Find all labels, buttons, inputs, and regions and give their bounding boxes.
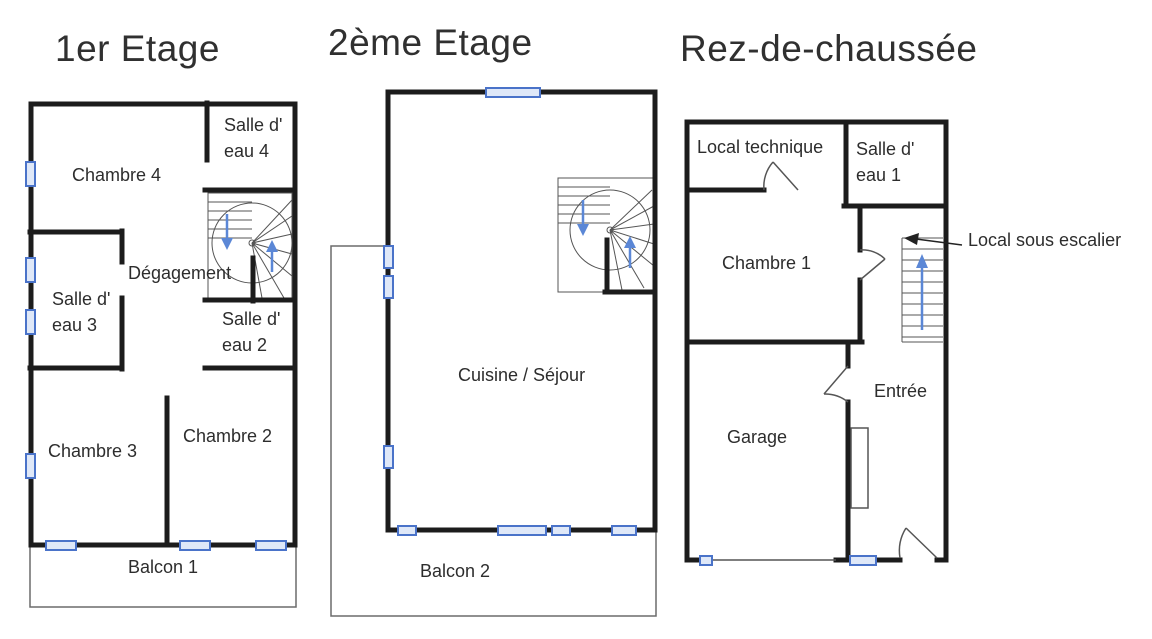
plan3-stair-direction-arrow: [916, 254, 928, 330]
plan2-walls: [385, 89, 658, 533]
annotation-arrow: [904, 233, 963, 246]
plan2-balcony-outline: [330, 245, 657, 617]
plan3-walls: [684, 119, 949, 563]
room-label-chambre-2: Chambre 2: [183, 426, 273, 446]
room-label-local-technique: Local technique: [697, 137, 824, 157]
room-label-garage: Garage: [727, 427, 788, 447]
room-label-balcon-2: Balcon 2: [420, 561, 491, 581]
room-label-cuisine-sejour: Cuisine / Séjour: [458, 365, 586, 385]
plan3-straight-stair: [901, 237, 943, 343]
room-label-chambre-4: Chambre 4: [72, 165, 162, 185]
room-label-balcon-1: Balcon 1: [128, 557, 199, 577]
plan1-windows: [25, 161, 287, 551]
room-label-chambre-1: Chambre 1: [722, 253, 812, 273]
plan2-windows: [383, 87, 637, 536]
room-label-salle-eau-4: Salle d' eau 4: [224, 115, 283, 161]
room-label-salle-eau-3: Salle d' eau 3: [52, 289, 111, 335]
room-label-salle-eau-2: Salle d' eau 2: [222, 309, 281, 355]
room-label-entree: Entrée: [874, 381, 928, 401]
plan-title-2eme-etage: 2ème Etage: [328, 22, 533, 63]
plan3-doors-and-fixtures: [703, 161, 938, 561]
plan3-windows: [699, 555, 877, 566]
annotation-local-sous-escalier: Local sous escalier: [968, 230, 1122, 250]
plan2-stair-direction-arrows: [577, 200, 636, 268]
room-label-degagement: Dégagement: [128, 263, 232, 283]
plan-title-1er-etage: 1er Etage: [55, 28, 220, 69]
plan-title-rez-de-chaussee: Rez-de-chaussée: [680, 28, 978, 69]
plan1-stair-direction-arrows: [221, 214, 278, 272]
room-label-salle-eau-1: Salle d' eau 1: [856, 139, 915, 185]
room-label-chambre-3: Chambre 3: [48, 441, 138, 461]
